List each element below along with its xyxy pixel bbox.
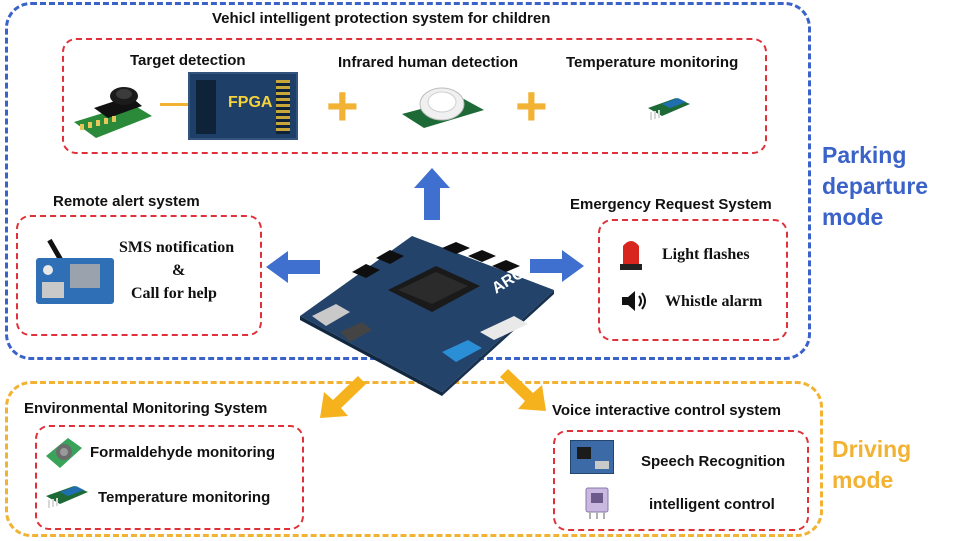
speech-module-icon [570, 440, 614, 474]
parking-mode-label: Parking departure mode [822, 142, 929, 230]
arrow-down-right [500, 369, 546, 411]
voice-title: Voice interactive control system [552, 402, 781, 419]
formaldehyde-label: Formaldehyde monitoring [90, 444, 276, 461]
temperature-monitoring-bottom-label: Temperature monitoring [98, 489, 271, 506]
detection-frame [62, 38, 767, 154]
emergency-frame [598, 219, 788, 341]
formaldehyde-sensor-icon [44, 434, 84, 472]
voice-frame [553, 430, 809, 531]
speech-recognition-label: Speech Recognition [641, 453, 786, 470]
sms-notification-label: SMS notification [119, 239, 235, 256]
plus-sign-2: + [515, 74, 548, 137]
remote-alert-title: Remote alert system [53, 193, 200, 210]
target-detection-label: Target detection [130, 52, 246, 69]
temperature-sensor-icon [646, 94, 694, 122]
arrow-up [414, 168, 450, 220]
light-flashes-label: Light flashes [662, 246, 750, 263]
warning-light-icon [620, 236, 642, 272]
speaker-icon [620, 288, 648, 314]
ampersand-label: & [172, 262, 186, 279]
camera-module-icon [72, 82, 162, 140]
plus-sign-1: + [326, 74, 359, 137]
pir-sensor-icon [398, 80, 488, 132]
fpga-label: FPGA [228, 94, 273, 111]
call-for-help-label: Call for help [131, 285, 217, 302]
remote-alert-frame [16, 215, 262, 336]
whistle-alarm-label: Whistle alarm [665, 293, 763, 310]
env-frame [35, 425, 304, 530]
driving-mode-label: Driving mode [832, 436, 912, 493]
fpga-board-icon: FPGA [188, 72, 298, 140]
temperature-sensor-icon [44, 482, 92, 510]
connector-line [160, 103, 188, 106]
arc-board-icon: ARC [292, 232, 564, 396]
gsm-module-icon [22, 236, 118, 308]
driving-mode-frame [5, 381, 823, 537]
env-title: Environmental Monitoring System [24, 400, 268, 417]
temperature-monitoring-top-label: Temperature monitoring [566, 54, 739, 71]
relay-icon [584, 486, 610, 520]
arrow-down-left [320, 376, 366, 418]
intelligent-control-label: intelligent control [649, 496, 775, 513]
infrared-detection-label: Infrared human detection [338, 54, 519, 71]
system-title: Vehicl intelligent protection system for… [212, 10, 551, 27]
arrow-left [266, 251, 320, 283]
emergency-title: Emergency Request System [570, 196, 772, 213]
arrow-right [530, 250, 584, 282]
